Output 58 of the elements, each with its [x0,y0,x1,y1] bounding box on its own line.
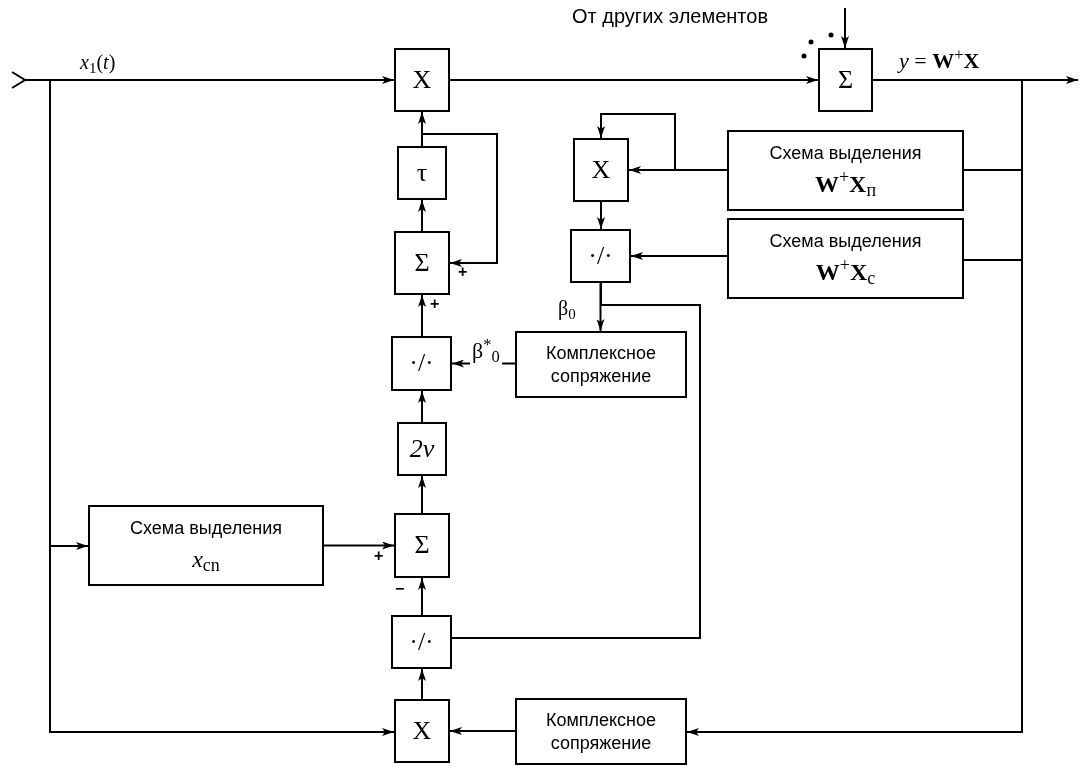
edge-label: x$_{1}$(t) [78,52,118,72]
arrow [841,7,849,49]
arrow [418,294,426,337]
operator-symbol: X [412,63,432,96]
edge-label: y = W$^{+}$X [897,50,982,72]
arrow [418,475,426,514]
operator-box [394,231,450,295]
process-box [88,505,324,586]
sign-label: + [374,548,384,564]
operator-box [397,422,447,476]
arrow [686,79,1023,736]
operator-box [818,48,873,112]
operator-box [573,138,629,202]
process-box [727,130,964,211]
operator-symbol: ·/· [409,347,434,380]
operator-box [394,48,450,112]
arrow [323,541,395,550]
block-title: Комплексное сопряжение [544,342,658,387]
operator-symbol: ·/· [409,625,434,658]
process-box [727,218,964,299]
operator-symbol: Σ [837,63,854,96]
block-title: Схема выделения [769,142,922,165]
block-formula: W$^{+}$X$_{с}$ [815,256,876,287]
operator-box [570,229,631,283]
operator-symbol: X [412,714,432,747]
operator-box [394,699,450,763]
process-box [515,698,687,765]
arrow [449,727,516,735]
operator-symbol: 2v [409,432,435,465]
arrow [418,577,426,616]
operator-box [391,615,452,669]
note-text: От других элементов [572,6,769,26]
sign-label: + [458,264,468,280]
sign-label: − [395,581,405,597]
operator-symbol: ·/· [588,239,613,272]
block-title: Схема выделения [769,230,922,253]
arrow [449,76,819,84]
arrow [630,252,728,260]
arrow [597,113,728,171]
operator-box [394,513,450,578]
operator-symbol: X [591,153,611,186]
arrow [24,76,395,84]
block-formula: W$^{+}$X$_{п}$ [814,168,877,199]
operator-symbol: Σ [414,529,430,562]
process-box [515,331,687,398]
block-formula: x$_{cn}$ [192,544,220,574]
arrow [418,668,426,700]
operator-box [391,336,452,391]
block-title: Комплексное сопряжение [544,709,658,754]
block-title: Схема выделения [130,517,282,540]
arrow [418,199,426,232]
arrow [421,133,498,267]
operator-box [397,146,447,200]
arrow [418,390,426,423]
arrow [597,201,605,230]
operator-symbol: τ [416,156,428,189]
operator-symbol: Σ [414,246,430,279]
sign-label: + [430,296,440,312]
